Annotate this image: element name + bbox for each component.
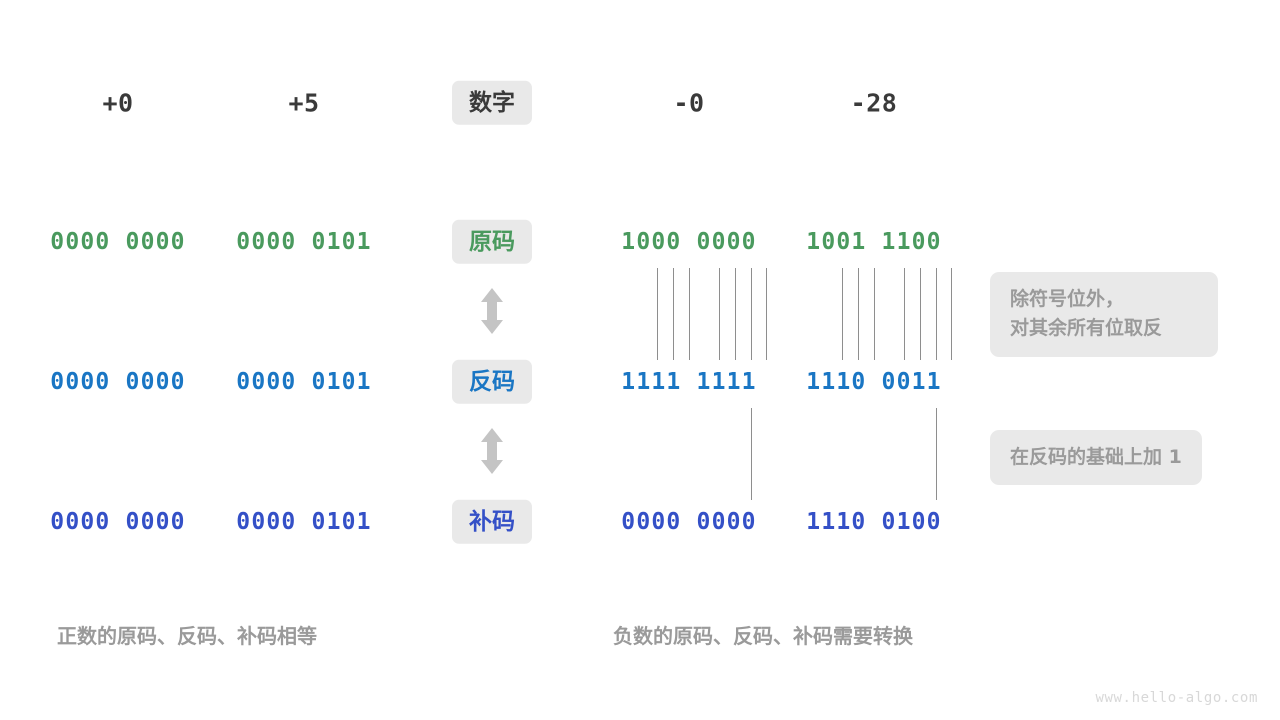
double-arrow-icon-lower xyxy=(479,428,505,478)
row-chip-ones-complement: 反码 xyxy=(452,359,532,405)
connector-line xyxy=(689,268,690,360)
connector-line xyxy=(751,268,752,360)
caption-positive: 正数的原码、反码、补码相等 xyxy=(57,624,317,648)
header-value-plus-zero: +0 xyxy=(102,88,134,118)
sign-magnitude-left-0: 0000 0000 xyxy=(50,229,186,255)
ones-complement-right-1: 1110 0011 xyxy=(806,369,942,395)
connector-line xyxy=(920,268,921,360)
row-chip-sign-magnitude: 原码 xyxy=(452,219,532,265)
site-watermark: www.hello-algo.com xyxy=(1095,690,1258,706)
header-chip-number: 数字 xyxy=(452,80,532,126)
connector-line xyxy=(751,408,752,500)
connector-line xyxy=(842,268,843,360)
ones-complement-left-0: 0000 0000 xyxy=(50,369,186,395)
connector-line xyxy=(951,268,952,360)
note-invert-bits: 除符号位外， 对其余所有位取反 xyxy=(990,272,1218,357)
double-arrow-icon-upper xyxy=(479,288,505,338)
twos-complement-right-1: 1110 0100 xyxy=(806,509,942,535)
note-add-one: 在反码的基础上加 1 xyxy=(990,430,1202,486)
twos-complement-right-0: 0000 0000 xyxy=(621,509,757,535)
ones-complement-left-1: 0000 0101 xyxy=(236,369,372,395)
connector-line xyxy=(673,268,674,360)
connector-line xyxy=(858,268,859,360)
twos-complement-left-0: 0000 0000 xyxy=(50,509,186,535)
connector-line xyxy=(936,268,937,360)
connector-line xyxy=(657,268,658,360)
twos-complement-left-1: 0000 0101 xyxy=(236,509,372,535)
connector-line xyxy=(936,408,937,500)
ones-complement-right-0: 1111 1111 xyxy=(621,369,757,395)
header-value-minus-zero: -0 xyxy=(673,88,705,118)
row-chip-twos-complement: 补码 xyxy=(452,499,532,545)
sign-magnitude-left-1: 0000 0101 xyxy=(236,229,372,255)
header-value-minus-twentyeight: -28 xyxy=(850,88,898,118)
connector-line xyxy=(766,268,767,360)
connector-line xyxy=(874,268,875,360)
connector-line xyxy=(719,268,720,360)
header-value-plus-five: +5 xyxy=(288,88,320,118)
sign-magnitude-right-1: 1001 1100 xyxy=(806,229,942,255)
connector-line xyxy=(735,268,736,360)
connector-line xyxy=(904,268,905,360)
sign-magnitude-right-0: 1000 0000 xyxy=(621,229,757,255)
caption-negative: 负数的原码、反码、补码需要转换 xyxy=(613,624,913,648)
